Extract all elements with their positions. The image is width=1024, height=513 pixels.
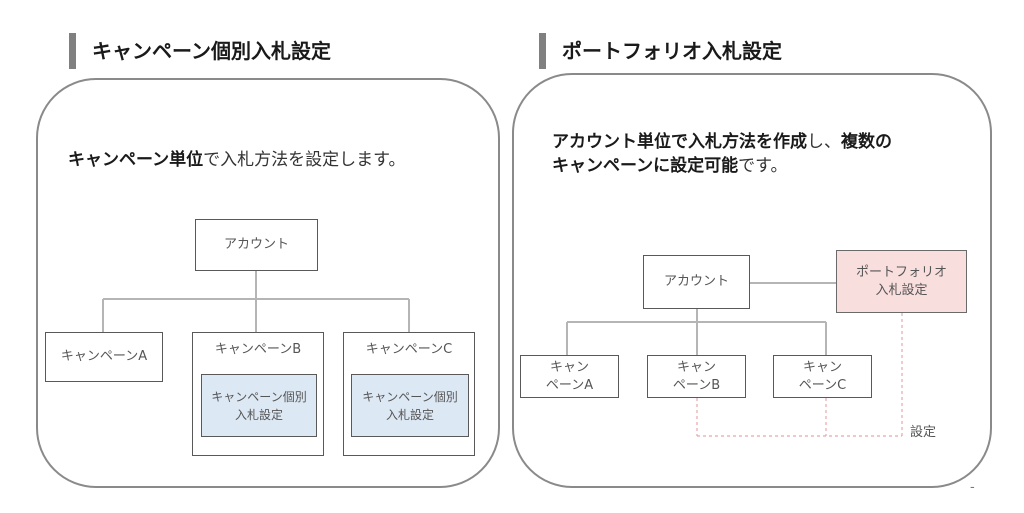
- left-desc-bold: キャンペーン単位: [68, 150, 204, 170]
- right-desc1-bold: アカウント単位で入札方法を作成: [552, 132, 807, 152]
- right-heading: ポートフォリオ入札設定: [562, 39, 782, 63]
- right-account-node: アカウント: [643, 255, 750, 309]
- left-bid-c-line2: 入札設定: [385, 407, 434, 422]
- left-campaign-c-label: キャンペーンC: [365, 342, 453, 357]
- right-footer-mark: -: [970, 480, 975, 495]
- left-heading-bar: [69, 33, 76, 69]
- right-campaign-c-line2: ペーンC: [798, 377, 847, 393]
- left-campaign-b-bid-setting: キャンペーン個別入札設定: [201, 374, 317, 437]
- right-desc1-bold2: 複数の: [841, 132, 892, 152]
- left-heading: キャンペーン個別入札設定: [92, 39, 331, 63]
- right-desc2-rest: です。: [738, 156, 788, 176]
- right-campaign-c-node: キャンペーンC: [773, 355, 872, 398]
- right-heading-bar: [539, 33, 546, 69]
- left-description: キャンペーン単位で入札方法を設定します。: [68, 148, 405, 172]
- left-campaign-c-bid-setting: キャンペーン個別入札設定: [351, 374, 469, 437]
- right-campaign-a-node: キャンペーンA: [520, 355, 619, 398]
- left-account-node: アカウント: [195, 219, 318, 271]
- right-portfolio-line2: 入札設定: [875, 282, 928, 298]
- left-bid-b-line2: 入札設定: [234, 407, 283, 422]
- left-campaign-b-label: キャンペーンB: [214, 342, 302, 357]
- right-campaign-b-line2: ペーンB: [672, 377, 721, 393]
- right-description-line2: キャンペーンに設定可能です。: [552, 154, 787, 178]
- right-portfolio-line1: ポートフォリオ: [855, 264, 947, 280]
- right-campaign-a-line2: ペーンA: [545, 377, 594, 393]
- right-description-line1: アカウント単位で入札方法を作成し、複数の: [552, 130, 892, 154]
- right-desc1-rest: し、: [807, 132, 841, 152]
- left-bid-b-line1: キャンペーン個別: [211, 389, 307, 404]
- right-campaign-b-node: キャンペーンB: [647, 355, 746, 398]
- left-campaign-a-node: キャンペーンA: [45, 332, 163, 382]
- right-desc2-bold: キャンペーンに設定可能: [552, 156, 739, 176]
- right-setting-label: 設定: [910, 425, 937, 440]
- right-campaign-c-line1: キャン: [802, 359, 842, 375]
- right-portfolio-bid-node: ポートフォリオ入札設定: [836, 250, 967, 313]
- right-campaign-b-line1: キャン: [676, 359, 716, 375]
- right-campaign-a-line1: キャン: [549, 359, 589, 375]
- left-bid-c-line1: キャンペーン個別: [362, 389, 458, 404]
- left-desc-rest: で入札方法を設定します。: [203, 150, 406, 170]
